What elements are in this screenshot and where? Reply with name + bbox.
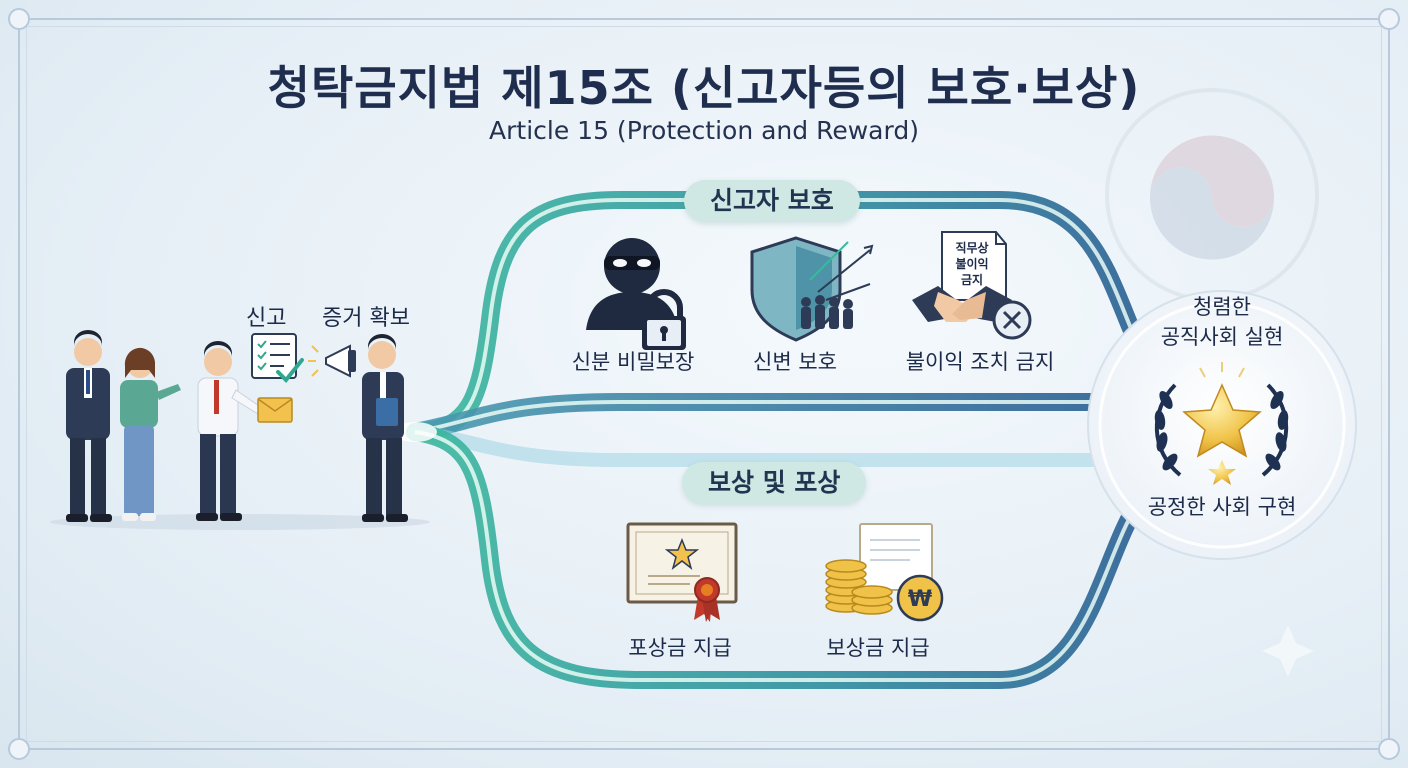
corner-ornament	[1378, 8, 1400, 30]
person-evidence-collector	[362, 334, 408, 522]
won-symbol: ₩	[908, 587, 932, 612]
laurel-star-icon	[1154, 362, 1289, 485]
corner-ornament	[8, 8, 30, 30]
emblem-watermark-icon	[1105, 88, 1319, 302]
person-reporter	[196, 341, 263, 521]
people-group	[50, 330, 430, 530]
coins-won-icon: ₩	[825, 523, 944, 622]
document-text-line: 금지	[961, 272, 983, 287]
protection-header: 신고자 보호	[684, 180, 860, 222]
document-text-line: 불이익	[955, 256, 988, 271]
handshake-prohibited-icon: 직무상 불이익 금지	[912, 231, 1032, 340]
goal-line: 공직사회 실현	[1160, 325, 1284, 349]
reward-header: 보상 및 포상	[682, 462, 867, 504]
person-man-suit	[66, 330, 112, 522]
protection-item-label: 불이익 조치 금지	[905, 350, 1055, 374]
corner-ornament	[8, 738, 30, 760]
megaphone-icon	[308, 344, 356, 378]
goal-bottom-text: 공정한 사회 구현	[1147, 495, 1297, 519]
goal-top-text: 청렴한 공직사회 실현	[1122, 292, 1322, 352]
page-title: 청탁금지법 제15조 (신고자등의 보호·보상)	[267, 61, 1141, 115]
sparkle-icon	[1262, 625, 1314, 677]
report-label: 신고	[246, 306, 287, 331]
corner-ornament	[1378, 738, 1400, 760]
checklist-icon	[251, 333, 304, 383]
protection-item-label: 신변 보호	[753, 350, 837, 374]
envelope-icon	[257, 397, 293, 423]
document-text-line: 직무상	[955, 240, 988, 255]
person-woman	[120, 347, 181, 521]
reward-item-label: 보상금 지급	[826, 636, 930, 660]
flow-paths	[393, 191, 1154, 689]
certificate-icon	[626, 522, 738, 622]
goal-line: 청렴한	[1193, 295, 1251, 319]
reward-item-label: 포상금 지급	[628, 636, 732, 660]
masked-person-lock-icon	[586, 238, 686, 350]
outer-frame	[18, 18, 1390, 750]
evidence-label: 증거 확보	[322, 306, 410, 331]
inner-frame	[26, 26, 1382, 742]
shield-icon	[750, 236, 874, 342]
protection-item-label: 신분 비밀보장	[571, 350, 695, 374]
page-subtitle: Article 15 (Protection and Reward)	[489, 116, 919, 145]
